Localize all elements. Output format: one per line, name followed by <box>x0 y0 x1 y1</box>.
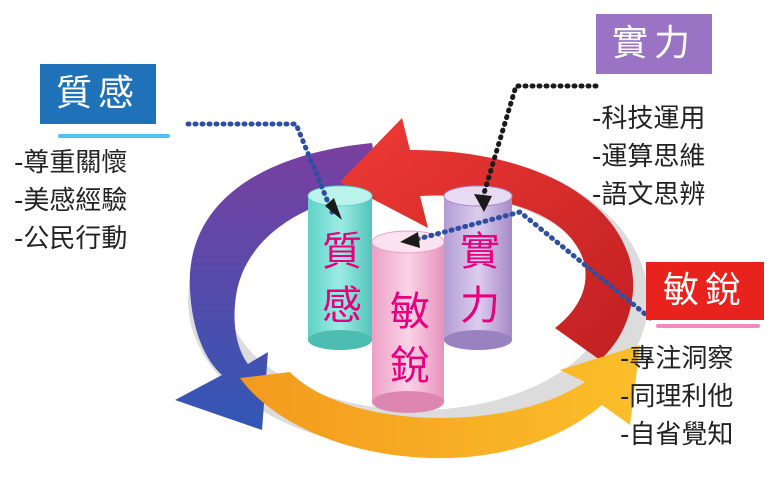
quality-title-box: 質感 <box>40 64 156 124</box>
cylinder-label-strength: 實力 <box>453 230 499 338</box>
cylinder-label-sensitivity: 敏銳 <box>383 290 429 398</box>
strength-title-box: 實力 <box>596 14 712 74</box>
cylinder-quality <box>307 185 373 350</box>
list-item: -同理利他 <box>620 382 734 412</box>
sensitivity-title: 敏銳 <box>662 270 747 311</box>
sensitivity-title-box: 敏銳 <box>646 262 764 320</box>
strength-items: -科技運用 -運算思維 -語文思辨 <box>592 100 705 214</box>
dotted-connector-strength <box>479 83 599 203</box>
orange-cycle-arrow <box>240 345 640 459</box>
dotted-connector-quality <box>185 121 335 215</box>
quality-items: -尊重關懷 -美感經驗 -公民行動 <box>14 144 127 258</box>
list-item: -尊重關懷 <box>14 148 128 178</box>
list-item: -科技運用 <box>592 104 706 134</box>
list-item: -美感經驗 <box>14 186 128 216</box>
sensitivity-underline <box>656 324 760 328</box>
red-cycle-arrow <box>340 118 634 360</box>
strength-title: 實力 <box>611 23 696 64</box>
arrowhead-strength <box>474 194 492 212</box>
cylinder-label-quality: 質感 <box>315 230 361 338</box>
list-item: -專注洞察 <box>620 344 734 374</box>
list-item: -公民行動 <box>14 224 128 254</box>
list-item: -運算思維 <box>592 142 706 172</box>
list-item: -自省覺知 <box>620 420 734 450</box>
purple-cycle-arrow <box>175 143 380 430</box>
cylinder-strength <box>443 185 513 350</box>
sensitivity-items: -專注洞察 -同理利他 -自省覺知 <box>620 340 733 454</box>
arrowhead-sensitivity <box>400 232 420 248</box>
arrowhead-quality <box>325 198 342 220</box>
quality-title: 質感 <box>55 73 140 114</box>
quality-underline <box>58 134 170 138</box>
dotted-connector-sensitivity <box>411 209 653 321</box>
list-item: -語文思辨 <box>592 180 706 210</box>
